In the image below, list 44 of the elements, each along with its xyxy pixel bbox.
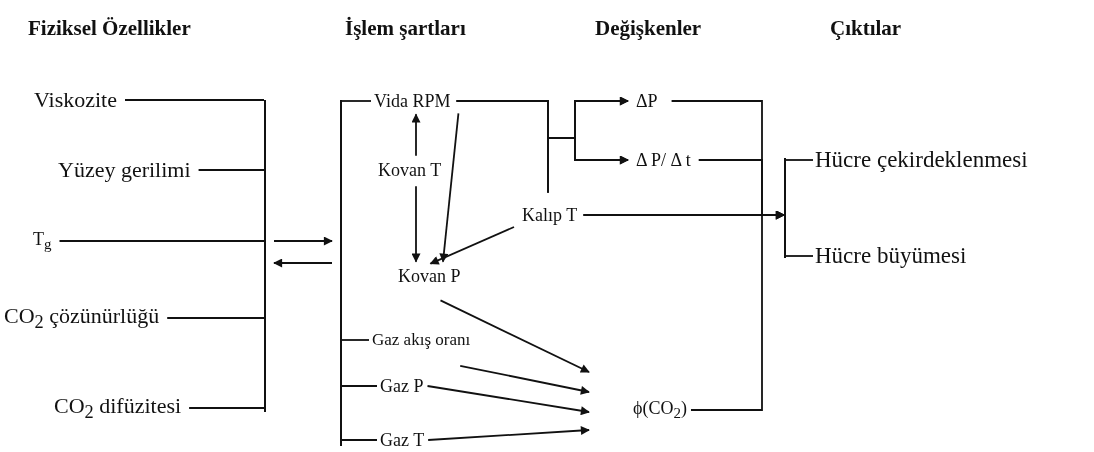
arrow <box>547 137 629 194</box>
node-label: Viskozite <box>34 87 117 113</box>
column-heading: Fiziksel Özellikler <box>28 16 191 41</box>
arrow <box>426 385 590 416</box>
arrow <box>273 258 333 268</box>
arrow <box>459 364 590 395</box>
arrow <box>439 112 460 263</box>
arrow <box>439 299 590 373</box>
node-label: Vida RPM <box>374 90 451 112</box>
node-label: Gaz akış oranı <box>372 330 471 350</box>
connector-line <box>341 100 372 102</box>
connector-line <box>341 385 378 387</box>
node-label: CO$_{2}$ difüzitesi <box>54 392 182 424</box>
column-heading: İşlem şartları <box>345 16 466 41</box>
node-label: Gaz T <box>380 429 425 451</box>
column-heading: Değişkenler <box>595 16 702 41</box>
arrow <box>427 426 590 441</box>
node-label: ΔP <box>636 90 658 112</box>
node-label: CO$_{2}$ çözünürlüğü <box>4 302 160 334</box>
node-label: ϕ(CO$_{2}$) <box>633 397 687 423</box>
node-label: Hücre büyümesi <box>815 242 967 270</box>
connector-line <box>785 255 814 257</box>
column-heading: Çıktılar <box>830 16 902 41</box>
connector-line <box>197 169 265 171</box>
arrow <box>411 185 421 263</box>
connector-line <box>124 99 265 101</box>
arrow <box>411 113 421 157</box>
node-label: Kovan T <box>378 159 442 181</box>
node-label: T$_{g}$ <box>33 228 52 254</box>
arrow <box>690 210 785 411</box>
connector-line <box>188 407 265 409</box>
node-label: Kalıp T <box>522 204 578 226</box>
arrow <box>273 236 333 246</box>
node-label: Gaz P <box>380 375 424 397</box>
connector-line <box>785 159 814 161</box>
node-label: Hücre çekirdeklenmesi <box>815 146 1028 174</box>
node-label: Kovan P <box>398 265 461 287</box>
node-label: Yüzey gerilimi <box>58 157 191 183</box>
connector-line <box>166 317 265 319</box>
connector-line <box>341 439 378 441</box>
connector-line <box>58 240 265 242</box>
arrow <box>429 226 515 265</box>
connector-line <box>341 339 370 341</box>
node-label: Δ P/ Δ t <box>636 149 691 171</box>
